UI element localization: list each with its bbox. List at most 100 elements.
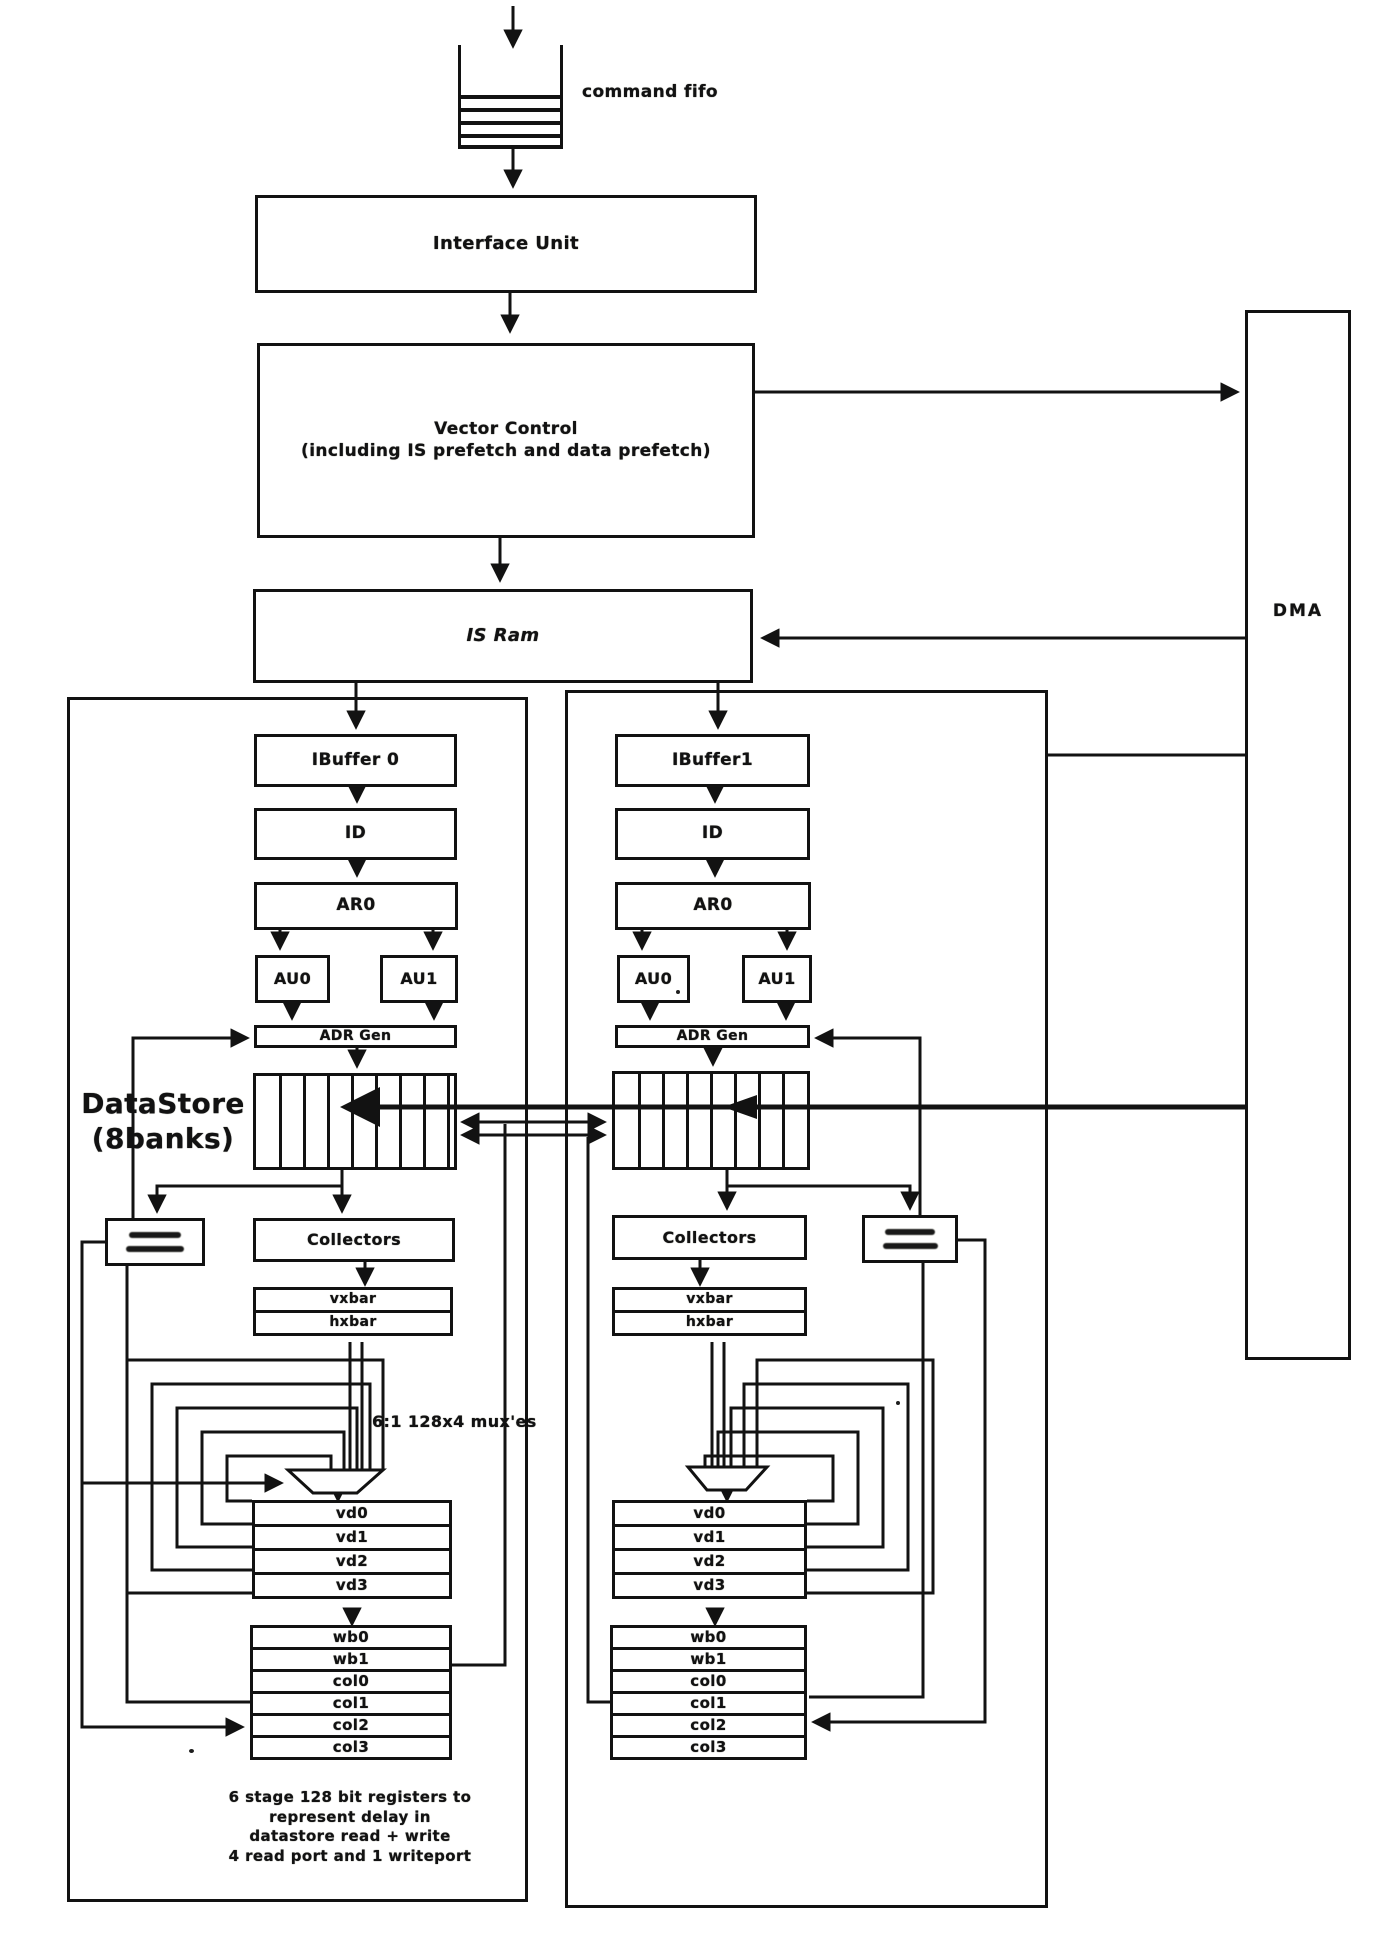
p1-vd2-label: vd2 [693, 1552, 726, 1571]
p1-col1-label: col1 [690, 1694, 727, 1713]
scan-speck [189, 1749, 194, 1753]
caption-line-4: 4 read port and 1 writeport [228, 1846, 472, 1865]
is-ram-box: IS Ram [253, 589, 753, 683]
p0-ar0-label: AR0 [336, 895, 376, 916]
pipeline-1-frame [565, 690, 1048, 1908]
p1-vd0-row: vd0 [612, 1500, 807, 1527]
p1-ar0-box: AR0 [615, 882, 811, 930]
p0-vd3-label: vd3 [335, 1576, 369, 1595]
p1-collectors-label: Collectors [662, 1227, 757, 1247]
p0-adrgen-box: ADR Gen [254, 1025, 457, 1048]
p0-vd1-label: vd1 [335, 1528, 369, 1547]
dma-box: DMA [1245, 310, 1351, 1360]
p1-side-box-smudge-line-1 [885, 1229, 935, 1235]
p0-collectors-box: Collectors [253, 1218, 455, 1262]
p1-collectors-box: Collectors [612, 1215, 807, 1260]
p1-ar0-label: AR0 [693, 895, 733, 916]
dma-label: DMA [1272, 601, 1324, 621]
p0-vd1-row: vd1 [252, 1524, 452, 1551]
p0-vd-register-stack: vd0 vd1 vd2 vd3 [252, 1500, 452, 1599]
p1-adrgen-label: ADR Gen [676, 1027, 749, 1044]
p0-hxbar-label: hxbar [329, 1314, 377, 1331]
vector-control-box: Vector Control (including IS prefetch an… [257, 343, 755, 538]
p0-col2-label: col2 [332, 1716, 370, 1735]
p1-col3-row: col3 [610, 1735, 807, 1760]
p1-vd3-row: vd3 [612, 1572, 807, 1599]
p1-wb1-label: wb1 [690, 1650, 727, 1669]
p0-vd0-row: vd0 [252, 1500, 452, 1527]
p0-wb1-label: wb1 [332, 1650, 370, 1669]
p0-delay-register-stack: wb0 wb1 col0 col1 col2 col3 [250, 1625, 452, 1760]
vector-control-label-2: (including IS prefetch and data prefetch… [301, 440, 711, 461]
scan-speck [676, 990, 680, 994]
p0-side-box [105, 1218, 205, 1266]
p1-xbar-stack: vxbar hxbar [612, 1287, 807, 1336]
is-ram-label: IS Ram [466, 624, 540, 646]
caption-line-3: datastore read + write [249, 1827, 451, 1845]
p1-id-box: ID [615, 808, 810, 860]
p1-ibuffer-box: IBuffer1 [615, 734, 810, 787]
p0-datastore-box [253, 1073, 457, 1170]
caption-line-1: 6 stage 128 bit registers to [228, 1788, 472, 1806]
p1-vd-register-stack: vd0 vd1 vd2 vd3 [612, 1500, 807, 1599]
interface-unit-box: Interface Unit [255, 195, 757, 293]
p1-datastore-box [612, 1071, 810, 1170]
p0-vd0-label: vd0 [335, 1504, 369, 1523]
p1-vd1-label: vd1 [693, 1528, 726, 1547]
interface-unit-label: Interface Unit [432, 232, 580, 254]
p0-xbar-stack: vxbar hxbar [253, 1287, 453, 1336]
p0-col0-label: col0 [332, 1672, 370, 1691]
p0-side-box-smudge-line-1 [129, 1232, 181, 1238]
p0-ibuffer-box: IBuffer 0 [254, 734, 457, 787]
datastore-annotation: DataStore (8banks) [78, 1086, 248, 1156]
p0-id-label: ID [344, 823, 367, 844]
p0-collectors-label: Collectors [306, 1230, 402, 1249]
p1-side-box-smudge-line-2 [882, 1243, 938, 1249]
p0-adrgen-label: ADR Gen [319, 1027, 392, 1044]
p0-ar0-box: AR0 [254, 882, 458, 930]
caption-line-2: represent delay in [269, 1807, 431, 1826]
p1-id-label: ID [701, 823, 724, 844]
command-fifo-label: command fifo [582, 82, 718, 102]
p0-au1-label: AU1 [400, 969, 438, 988]
p1-au1-label: AU1 [758, 969, 796, 988]
p0-wb0-label: wb0 [332, 1628, 370, 1647]
p1-side-box [862, 1215, 958, 1263]
p0-hxbar-row: hxbar [253, 1310, 453, 1336]
p0-vd3-row: vd3 [252, 1572, 452, 1599]
pipeline-0-frame [67, 697, 528, 1902]
p0-vd2-row: vd2 [252, 1548, 452, 1575]
p0-id-box: ID [254, 808, 457, 860]
p1-vxbar-label: vxbar [686, 1291, 733, 1308]
p0-vxbar-label: vxbar [329, 1291, 377, 1308]
delay-registers-caption: 6 stage 128 bit registers to represent d… [225, 1788, 475, 1866]
p1-au0-box: AU0 [617, 955, 690, 1003]
p1-delay-register-stack: wb0 wb1 col0 col1 col2 col3 [610, 1625, 807, 1760]
p1-col2-label: col2 [690, 1716, 727, 1735]
p1-vd3-label: vd3 [693, 1576, 726, 1595]
p1-hxbar-label: hxbar [685, 1314, 734, 1331]
p0-col1-label: col1 [332, 1694, 370, 1713]
datastore-annotation-line-2: (8banks) [91, 1122, 235, 1155]
p1-col3-label: col3 [690, 1738, 727, 1757]
p1-adrgen-box: ADR Gen [615, 1025, 810, 1048]
p0-col3-row: col3 [250, 1735, 452, 1760]
p1-vd0-label: vd0 [693, 1504, 726, 1523]
p1-au1-box: AU1 [742, 955, 812, 1003]
p0-side-box-smudge-line-2 [126, 1246, 184, 1252]
mux-annotation: 6:1 128x4 mux'es [372, 1412, 537, 1431]
p1-ibuffer-label: IBuffer1 [671, 749, 754, 770]
p1-vd1-row: vd1 [612, 1524, 807, 1551]
vector-control-label-1: Vector Control [434, 419, 578, 440]
scan-speck [896, 1401, 900, 1405]
p0-au0-label: AU0 [273, 969, 312, 988]
p0-au0-box: AU0 [255, 955, 330, 1003]
p0-ibuffer-label: IBuffer 0 [311, 749, 400, 770]
p1-col0-label: col0 [690, 1672, 727, 1691]
p0-vd2-label: vd2 [335, 1552, 369, 1571]
p1-wb0-label: wb0 [690, 1628, 727, 1647]
p0-au1-box: AU1 [380, 955, 458, 1003]
p1-au0-label: AU0 [634, 969, 673, 988]
p0-col3-label: col3 [332, 1738, 370, 1757]
